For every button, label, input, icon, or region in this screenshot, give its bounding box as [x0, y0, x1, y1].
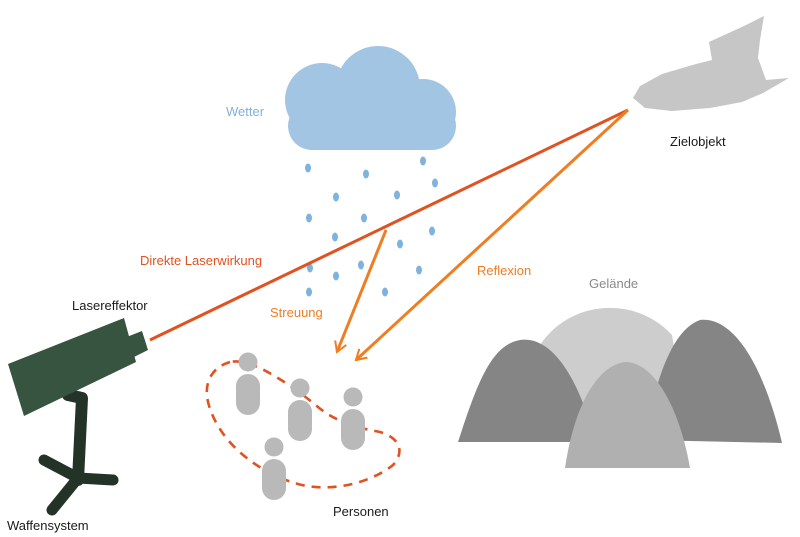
person-icon — [262, 437, 286, 500]
rain-drop — [420, 156, 426, 166]
effector-label: Lasereffektor — [72, 298, 148, 313]
person-icon — [288, 378, 312, 441]
scatter-label: Streuung — [270, 305, 323, 320]
terrain-label: Gelände — [589, 276, 638, 291]
rain-drop — [307, 263, 313, 273]
rain-drop — [432, 178, 438, 188]
scatter-arrow — [334, 229, 388, 354]
rain-drop — [363, 169, 369, 179]
rain-drop — [306, 213, 312, 223]
weather-label: Wetter — [226, 104, 265, 119]
rain-drop — [394, 190, 400, 200]
person-icon — [236, 352, 260, 415]
rain-drop — [332, 232, 338, 242]
rain-drop — [305, 163, 311, 173]
airplane-icon — [633, 16, 789, 111]
direct-laser-beam — [149, 108, 629, 342]
rain-drop — [429, 226, 435, 236]
rain-drop — [333, 271, 339, 281]
rain-drop — [333, 192, 339, 202]
direct-laser-label: Direkte Laserwirkung — [140, 253, 262, 268]
cloud-icon — [285, 46, 456, 150]
rain-drop — [397, 239, 403, 249]
person-icon — [341, 387, 365, 450]
reflection-arrow — [354, 108, 630, 362]
terrain-icon — [458, 307, 782, 468]
persons-label: Personen — [333, 504, 389, 519]
rain-drops — [305, 156, 438, 297]
laser-effector-icon — [8, 318, 148, 516]
rain-drop — [358, 260, 364, 270]
target-label: Zielobjekt — [670, 134, 726, 149]
rain-drop — [382, 287, 388, 297]
weapon-system-label: Waffensystem — [7, 518, 89, 533]
rain-drop — [306, 287, 312, 297]
rain-drop — [361, 213, 367, 223]
reflection-label: Reflexion — [477, 263, 531, 278]
rain-drop — [416, 265, 422, 275]
